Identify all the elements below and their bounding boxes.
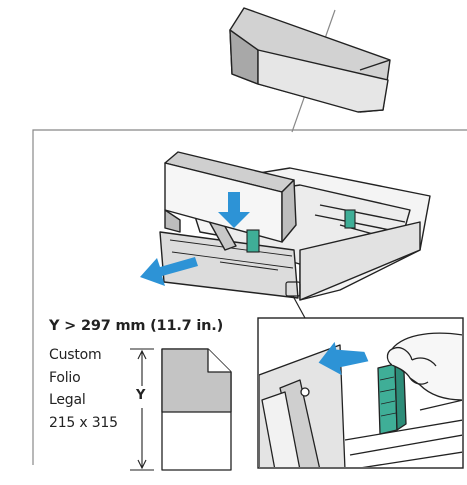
paper-size-item: Legal xyxy=(49,392,86,408)
paper-size-list: Custom Folio Legal 215 x 315 xyxy=(49,344,118,434)
tray-cover-icon xyxy=(229,7,391,113)
paper-length-heading: Y > 297 mm (11.7 in.) xyxy=(49,318,224,334)
zoom-connector xyxy=(285,281,306,319)
tray-extension-cover xyxy=(164,151,297,243)
hand-icon xyxy=(386,332,462,401)
paper-size-item: Folio xyxy=(49,369,81,386)
paper-size-item: 215 x 315 xyxy=(49,414,118,431)
dimension-label: Y xyxy=(136,388,146,403)
paper-size-item: Custom xyxy=(49,347,102,363)
paper-sheet-icon xyxy=(161,348,232,471)
paper-guide-icon xyxy=(246,209,356,253)
zoom-detail-box xyxy=(257,317,464,469)
pull-arrow-icon xyxy=(140,257,198,286)
push-arrow-icon xyxy=(318,341,369,376)
insert-arrow-icon xyxy=(218,192,250,228)
dimension-line xyxy=(130,348,154,471)
